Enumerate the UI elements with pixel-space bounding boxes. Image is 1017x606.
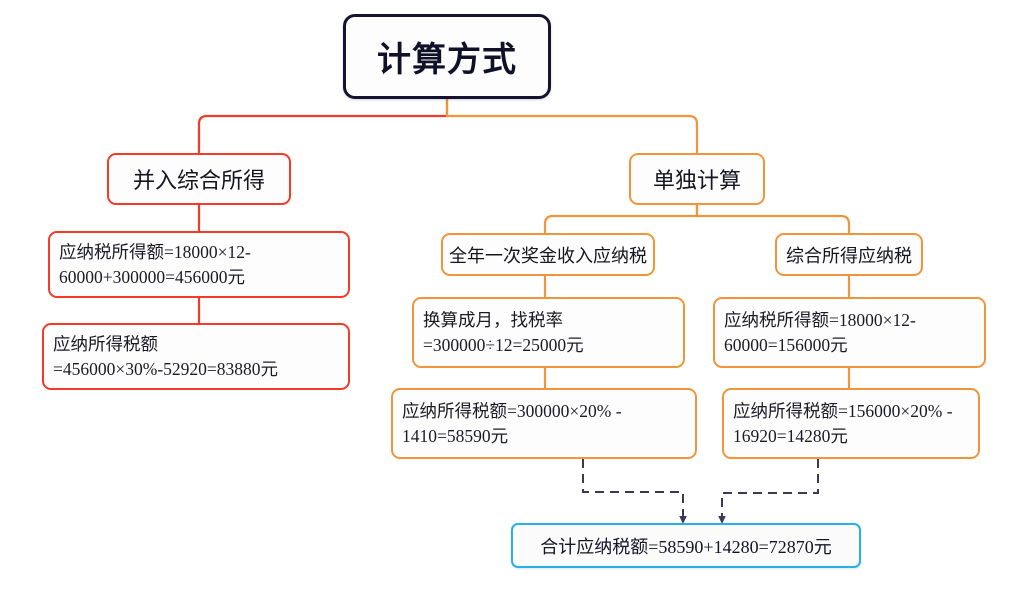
node-right-step-1[interactable]: 应纳税所得额=18000×12-60000=156000元: [713, 297, 986, 368]
node-left-step-2[interactable]: 应纳所得税额=456000×30%-52920=83880元: [42, 323, 350, 390]
connector-right-to-col2: [695, 205, 851, 233]
node-left-step-1-label: 应纳税所得额=18000×12-60000+300000=456000元: [59, 241, 251, 287]
node-left-step-2-label: 应纳所得税额=456000×30%-52920=83880元: [53, 333, 279, 379]
connector-right-to-col1: [543, 205, 699, 233]
node-mid-column-heading[interactable]: 全年一次奖金收入应纳税: [441, 233, 655, 276]
node-root-label: 计算方式: [377, 40, 517, 80]
node-left-step-1[interactable]: 应纳税所得额=18000×12-60000+300000=456000元: [48, 231, 350, 298]
node-root[interactable]: 计算方式: [343, 14, 551, 99]
node-summary-total-label: 合计应纳税额=58590+14280=72870元: [540, 536, 832, 557]
node-right-step-1-label: 应纳税所得额=18000×12-60000=156000元: [724, 309, 916, 355]
node-summary-total[interactable]: 合计应纳税额=58590+14280=72870元: [511, 523, 861, 568]
node-right-step-2[interactable]: 应纳所得税额=156000×20% - 16920=14280元: [722, 388, 980, 459]
node-mid-step-2[interactable]: 应纳所得税额=300000×20% - 1410=58590元: [391, 388, 697, 459]
node-right-step-2-label: 应纳所得税额=156000×20% - 16920=14280元: [733, 400, 957, 446]
connector-dashed-col1-to-summary: [582, 459, 684, 518]
connector-dashed-col2-to-summary: [721, 459, 819, 518]
node-right-branch-heading-label: 单独计算: [652, 168, 741, 193]
node-left-branch-heading-label: 并入综合所得: [132, 168, 265, 193]
node-left-branch-heading[interactable]: 并入综合所得: [107, 153, 291, 205]
node-mid-step-1-label: 换算成月，找税率=300000÷12=25000元: [423, 309, 584, 355]
node-mid-column-heading-label: 全年一次奖金收入应纳税: [449, 245, 647, 266]
connector-root-to-left: [197, 99, 449, 153]
node-right-column-heading[interactable]: 综合所得应纳税: [775, 233, 923, 276]
node-right-branch-heading[interactable]: 单独计算: [629, 153, 765, 205]
node-right-column-heading-label: 综合所得应纳税: [786, 245, 912, 266]
node-mid-step-2-label: 应纳所得税额=300000×20% - 1410=58590元: [402, 400, 626, 446]
connector-root-to-right: [445, 99, 699, 153]
node-mid-step-1[interactable]: 换算成月，找税率=300000÷12=25000元: [412, 297, 685, 368]
